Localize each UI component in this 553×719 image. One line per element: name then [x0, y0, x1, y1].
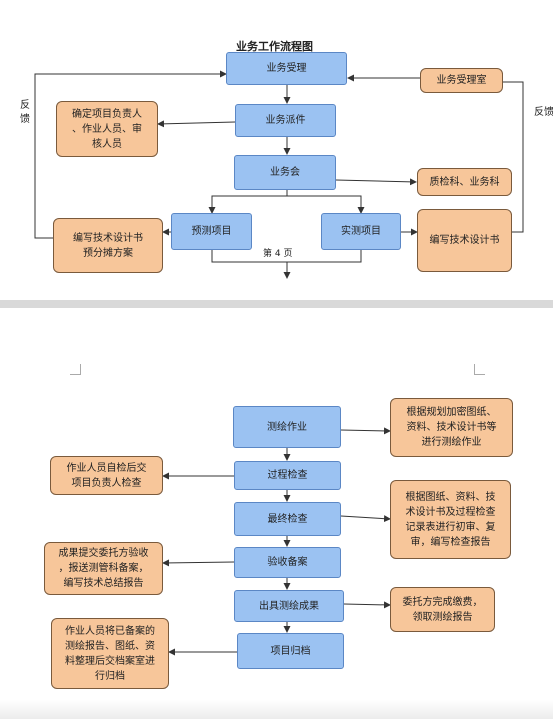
page-corner-mark-right: [474, 364, 485, 375]
node-final-check: 最终检查: [234, 502, 341, 536]
node-project-archive: 项目归档: [237, 633, 344, 669]
diagram-title: 业务工作流程图: [236, 40, 313, 53]
node-self-check: 作业人员自检后交 项目负责人检查: [50, 456, 163, 495]
feedback-right-label: 反馈: [534, 107, 553, 118]
feedback-right-loop: [503, 81, 524, 233]
connector-meeting-quality: [335, 178, 417, 186]
node-survey-work: 测绘作业: [233, 406, 341, 448]
node-archive-note: 作业人员将已备案的 测绘报告、图纸、资 料整理后交档案室进 行归档: [51, 618, 169, 689]
node-quality-business: 质检科、业务科: [417, 168, 512, 196]
node-reception-room: 业务受理室: [420, 68, 503, 93]
node-survey-basis: 根据规划加密图纸、 资料、技术设计书等 进行测绘作业: [390, 398, 513, 457]
node-submit-report: 成果提交委托方验收 ，报送测管科备案， 编写技术总结报告: [44, 542, 163, 595]
node-write-design-left: 编写技术设计书 预分摊方案: [53, 218, 163, 273]
node-confirm-personnel: 确定项目负责人 、作业人员、审 核人员: [56, 101, 158, 157]
feedback-left-loop: [34, 70, 227, 239]
node-final-basis: 根据图纸、资料、技 术设计书及过程检查 记录表进行初审、复 审，编写检查报告: [390, 480, 511, 559]
feedback-left-label: 反馈: [20, 100, 30, 125]
node-issue-results: 出具测绘成果: [234, 590, 344, 622]
node-payment: 委托方完成缴费， 领取测绘报告: [390, 587, 495, 632]
connector-dispatch-confirm: [157, 120, 236, 128]
page-corner-mark-left: [70, 364, 81, 375]
connector-final-basis: [340, 515, 391, 523]
connector-issue-payment: [343, 601, 391, 609]
node-business-dispatch: 业务派件: [235, 104, 336, 137]
node-write-design-right: 编写技术设计书: [417, 209, 512, 272]
node-forecast-project: 预测项目: [171, 213, 252, 250]
connector-acceptance-submit: [162, 559, 235, 567]
page-separator: [0, 300, 553, 308]
page-bottom-shadow: [0, 700, 553, 719]
node-acceptance-record: 验收备案: [234, 547, 341, 578]
connector-survey-basis: [340, 427, 391, 435]
node-actual-project: 实测项目: [321, 213, 401, 250]
node-process-check: 过程检查: [234, 461, 341, 490]
connector-meeting-split: [211, 190, 288, 212]
page-number: 第 4 页: [263, 249, 293, 259]
node-business-acceptance: 业务受理: [226, 52, 347, 85]
node-business-meeting: 业务会: [234, 155, 336, 190]
